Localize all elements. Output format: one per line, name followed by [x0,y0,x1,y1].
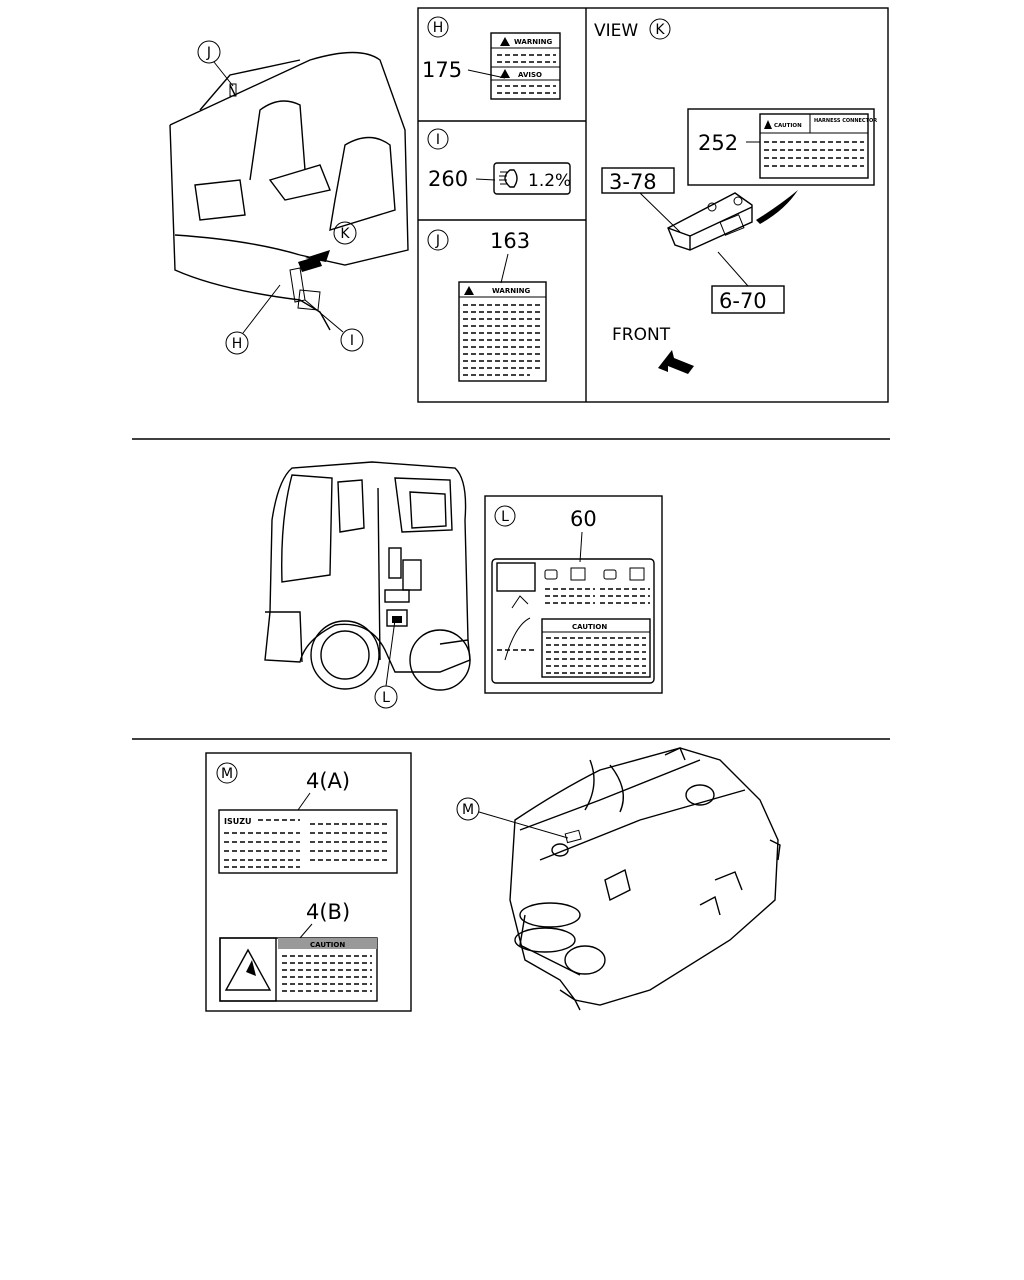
svg-text:H: H [433,20,444,36]
panel-i: I 260 1.2% [427,128,571,195]
engine-illustration [509,747,781,1011]
panel-m: M 4(A) ISUZU 4(B) CAUTION [205,752,412,1012]
svg-text:WARNING: WARNING [514,38,553,46]
front-arrow-icon [658,350,694,374]
svg-text:WARNING: WARNING [492,287,531,295]
part-number-260: 260 [428,167,468,191]
warning-aviso-label: WARNING AVISO [490,32,561,100]
callout-h: H [225,284,281,355]
svg-text:L: L [501,509,509,525]
detail-panel-grid [417,7,889,403]
front-label: FRONT [612,325,671,345]
svg-text:3-78: 3-78 [609,170,657,194]
part-number-175: 175 [422,58,462,82]
svg-text:HARNESS CONNECTOR: HARNESS CONNECTOR [814,118,877,124]
view-title: VIEW [594,21,638,41]
svg-text:CAUTION: CAUTION [774,123,802,129]
svg-text:AVISO: AVISO [518,71,542,79]
part-number-252: 252 [698,131,738,155]
cab-interior-illustration [169,51,409,331]
callout-j: J [197,40,234,87]
part-number-4a: 4(A) [306,769,350,793]
panel-j: J 163 WARNING [427,229,547,382]
truck-cab-illustration [264,461,471,691]
part-number-163: 163 [490,229,530,253]
isuzu-engine-label: ISUZU [218,809,398,874]
panel-view-k: VIEW K 252 CAUTION HARNESS CONNECTOR [594,18,877,374]
tilt-cab-caution-label: CAUTION [491,558,655,684]
part-number-4b: 4(B) [306,900,350,924]
svg-text:J: J [206,45,211,61]
headlamp-aim-label: 1.2% [493,162,571,195]
warning-label-j: WARNING [458,281,547,382]
callout-m: M [456,797,569,839]
svg-text:CAUTION: CAUTION [572,623,607,631]
svg-text:CAUTION: CAUTION [310,941,345,949]
svg-text:I: I [350,333,354,349]
headlamp-icon [504,169,518,188]
caution-harness-connector-label: CAUTION HARNESS CONNECTOR [687,108,877,186]
hazard-triangle-icon [224,948,272,991]
svg-text:H: H [232,336,243,352]
svg-text:6-70: 6-70 [719,289,767,313]
svg-text:ISUZU: ISUZU [224,817,252,826]
callout-i: I [304,299,364,352]
svg-text:1.2%: 1.2% [528,171,571,191]
callout-k: K [333,221,357,245]
part-box-3-78: 3-78 [601,167,681,233]
svg-text:M: M [462,802,474,818]
svg-text:K: K [340,226,350,242]
svg-text:I: I [436,132,440,148]
fan-caution-label: CAUTION [219,937,378,1002]
svg-text:J: J [435,233,440,249]
part-box-6-70: 6-70 [711,251,785,314]
svg-text:M: M [221,766,233,782]
svg-text:K: K [655,22,665,38]
panel-h: H 175 WARNING AVISO [422,16,561,100]
bracket-part [667,192,753,251]
panel-l: L 60 CAUTION [484,495,663,694]
callout-l: L [374,619,398,709]
svg-text:L: L [382,690,390,706]
part-number-60: 60 [570,507,597,531]
